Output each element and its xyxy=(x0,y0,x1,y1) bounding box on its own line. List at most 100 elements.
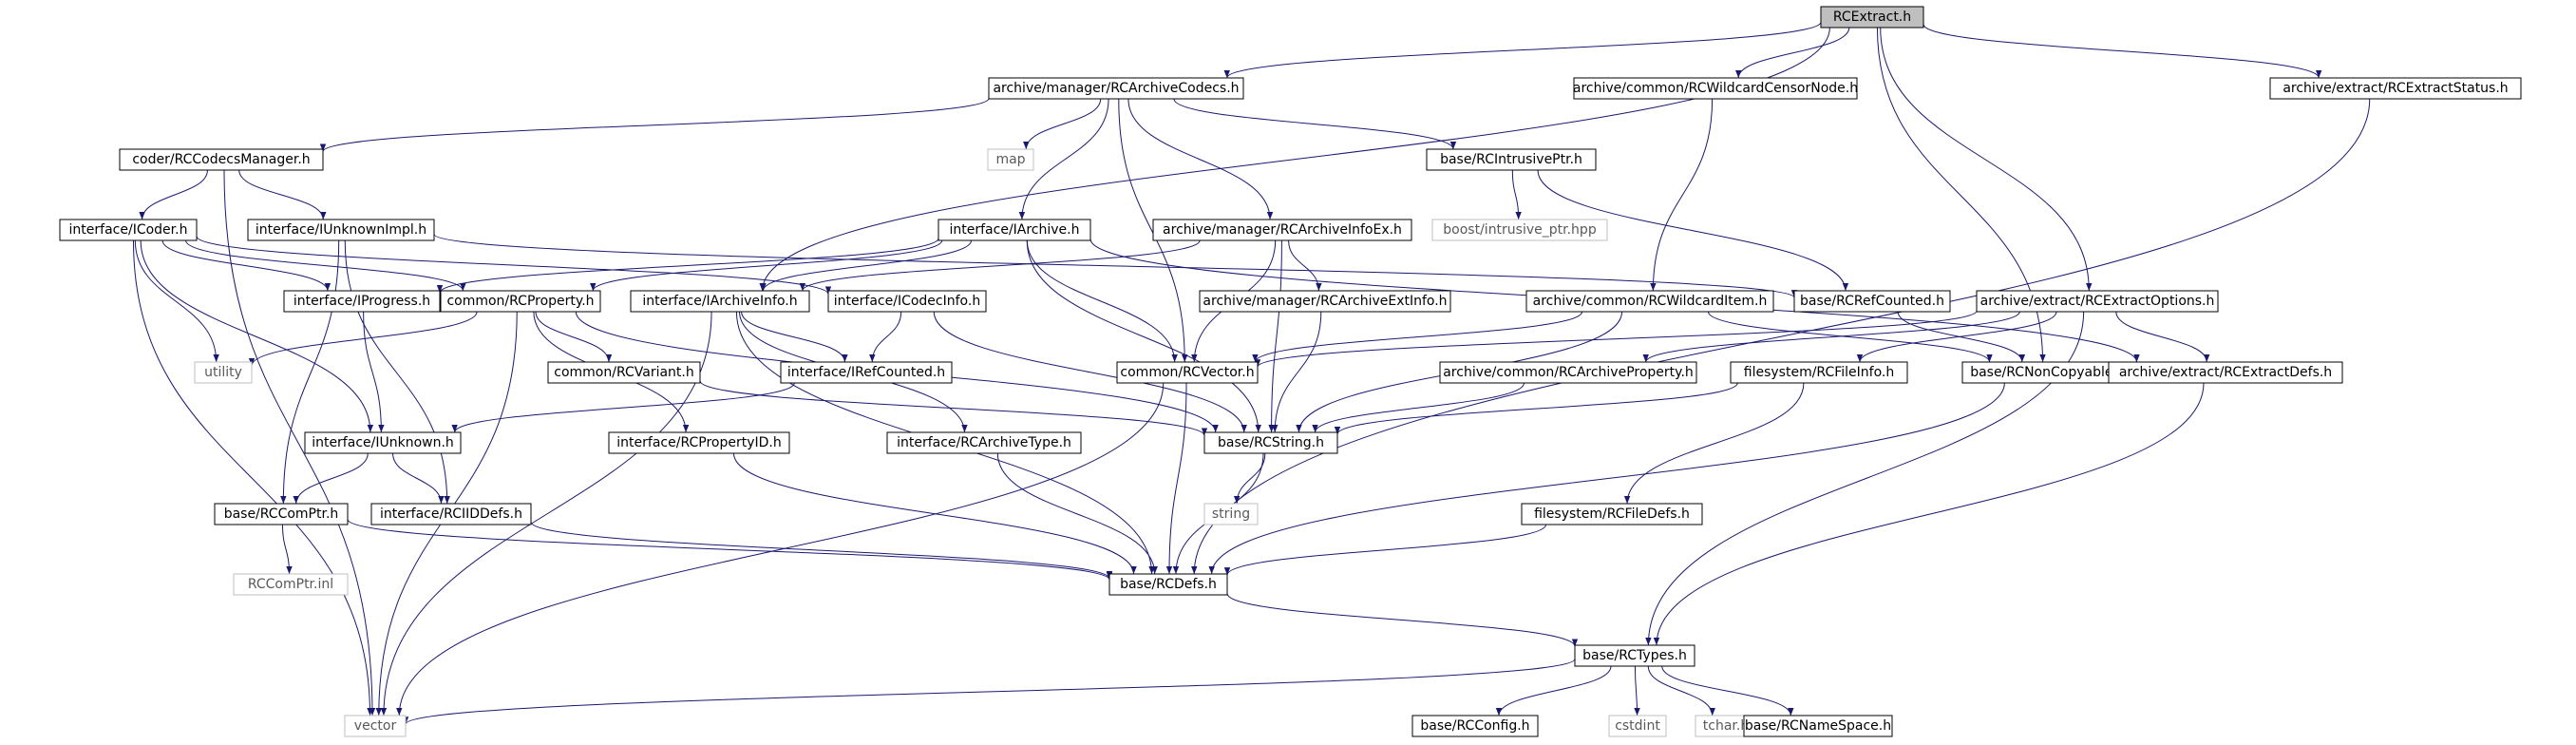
node-base_RCComPtr_h[interactable]: base/RCComPtr.h xyxy=(214,503,349,525)
node-label: base/RCComPtr.h xyxy=(224,506,339,522)
node-RCComPtr_inl: RCComPtr.inl xyxy=(233,573,349,596)
edge-interface_IArchive_h-to-interface_IArchiveInfo_h xyxy=(760,239,973,292)
node-interface_RCArchiveType_h[interactable]: interface/RCArchiveType.h xyxy=(886,431,1082,454)
node-box xyxy=(608,431,790,454)
node-interface_IUnknown_h[interactable]: interface/IUnknown.h xyxy=(304,431,462,454)
node-archive_common_RCWildcardItem_h[interactable]: archive/common/RCWildcardItem.h xyxy=(1525,290,1774,313)
node-label: interface/RCPropertyID.h xyxy=(616,435,781,450)
node-label: base/RCString.h xyxy=(1218,435,1324,450)
node-label: base/RCNonCopyable.h xyxy=(1970,365,2126,380)
node-base_RCRefCounted_h[interactable]: base/RCRefCounted.h xyxy=(1793,290,1951,313)
node-box xyxy=(59,219,198,241)
node-label: archive/extract/RCExtractStatus.h xyxy=(2282,81,2508,96)
node-boost_intrusive_ptr_hpp: boost/intrusive_ptr.hpp xyxy=(1431,219,1608,241)
edge-RCExtract_h-to-archive_extract_RCExtractStatus_h xyxy=(1923,24,2322,79)
node-label: interface/IProgress.h xyxy=(294,294,430,309)
edge-interface_IArchiveInfo_h-to-vector xyxy=(380,311,712,716)
node-archive_extract_RCExtractStatus_h[interactable]: archive/extract/RCExtractStatus.h xyxy=(2269,77,2522,100)
node-box xyxy=(119,148,324,171)
node-archive_common_RCWildcardCensorNode_h[interactable]: archive/common/RCWildcardCensorNode.h xyxy=(1573,77,1858,100)
node-base_RCDefs_h[interactable]: base/RCDefs.h xyxy=(1108,573,1228,596)
node-interface_ICodecInfo_h[interactable]: interface/ICodecInfo.h xyxy=(827,290,987,313)
node-box xyxy=(1573,77,1858,100)
node-interface_IArchive_h[interactable]: interface/IArchive.h xyxy=(938,219,1091,241)
node-box xyxy=(1976,290,2219,313)
edge-archive_manager_RCArchiveCodecs_h-to-archive_manager_RCArchiveInfoEx_h xyxy=(1127,98,1274,220)
node-common_RCVector_h[interactable]: common/RCVector.h xyxy=(1116,361,1259,384)
node-base_RCNonCopyable_h[interactable]: base/RCNonCopyable.h xyxy=(1961,361,2134,384)
node-base_RCConfig_h[interactable]: base/RCConfig.h xyxy=(1411,715,1539,737)
edge-archive_extract_RCExtractStatus_h-to-base_RCDefs_h xyxy=(1191,98,2371,575)
node-coder_RCCodecsManager_h[interactable]: coder/RCCodecsManager.h xyxy=(119,148,324,171)
edge-archive_common_RCArchiveProperty_h-to-base_RCString_h xyxy=(1312,382,1525,433)
node-label: map xyxy=(995,152,1025,167)
node-archive_manager_RCArchiveCodecs_h[interactable]: archive/manager/RCArchiveCodecs.h xyxy=(988,77,1244,100)
node-box xyxy=(630,290,810,313)
edge-base_RCIntrusivePtr_h-to-boost_intrusive_ptr_hpp xyxy=(1511,169,1522,220)
node-label: common/RCProperty.h xyxy=(446,294,594,309)
node-filesystem_RCFileInfo_h[interactable]: filesystem/RCFileInfo.h xyxy=(1730,361,1908,384)
node-base_RCTypes_h[interactable]: base/RCTypes.h xyxy=(1574,644,1695,667)
node-base_RCString_h[interactable]: base/RCString.h xyxy=(1203,431,1338,454)
edge-archive_manager_RCArchiveCodecs_h-to-interface_IArchive_h xyxy=(1018,98,1109,220)
edge-coder_RCCodecsManager_h-to-vector xyxy=(223,169,376,716)
edge-common_RCVector_h-to-base_RCDefs_h xyxy=(1165,382,1187,575)
edge-interface_IProgress_h-to-interface_IUnknown_h xyxy=(363,311,385,433)
node-box xyxy=(1108,573,1228,596)
edge-common_RCVector_h-to-vector xyxy=(396,382,1165,716)
node-interface_RCIIDDefs_h[interactable]: interface/RCIIDDefs.h xyxy=(370,503,532,525)
edge-archive_manager_RCArchiveCodecs_h-to-coder_RCCodecsManager_h xyxy=(320,98,990,152)
edge-base_RCString_h-to-string xyxy=(1233,452,1266,505)
edge-base_RCTypes_h-to-cstdint xyxy=(1634,665,1640,716)
node-interface_IUnknownImpl_h[interactable]: interface/IUnknownImpl.h xyxy=(247,219,435,241)
node-common_RCVariant_h[interactable]: common/RCVariant.h xyxy=(547,361,701,384)
edge-archive_manager_RCArchiveInfoEx_h-to-interface_IArchiveInfo_h xyxy=(799,239,1201,292)
edge-interface_ICoder_h-to-common_RCProperty_h xyxy=(185,239,466,292)
edge-filesystem_RCFileInfo_h-to-filesystem_RCFileDefs_h xyxy=(1623,382,1805,505)
node-archive_manager_RCArchiveInfoEx_h[interactable]: archive/manager/RCArchiveInfoEx.h xyxy=(1152,219,1412,241)
node-box xyxy=(1793,290,1951,313)
edge-filesystem_RCFileDefs_h-to-base_RCDefs_h xyxy=(1223,524,1547,576)
node-label: archive/manager/RCArchiveExtInfo.h xyxy=(1203,294,1447,309)
node-label: interface/RCIIDDefs.h xyxy=(380,506,522,522)
nodes-layer: RCExtract.h archive/manager/RCArchiveCode… xyxy=(59,6,2522,737)
edge-interface_IUnknown_h-to-base_RCComPtr_h xyxy=(293,452,369,505)
edge-base_RCTypes_h-to-tchar_h xyxy=(1647,665,1715,716)
node-common_RCProperty_h[interactable]: common/RCProperty.h xyxy=(440,290,601,313)
edge-archive_extract_RCExtractOptions_h-to-filesystem_RCFileInfo_h xyxy=(1856,311,2057,363)
node-box xyxy=(1743,715,1893,737)
node-box xyxy=(827,290,987,313)
edge-interface_RCArchiveType_h-to-base_RCDefs_h xyxy=(996,452,1158,575)
node-label: vector xyxy=(354,718,397,734)
node-box xyxy=(1152,219,1412,241)
edge-interface_ICodecInfo_h-to-interface_IRefCounted_h xyxy=(869,311,902,363)
node-label: RCComPtr.inl xyxy=(248,577,333,592)
node-archive_extract_RCExtractOptions_h[interactable]: archive/extract/RCExtractOptions.h xyxy=(1976,290,2219,313)
node-interface_IProgress_h[interactable]: interface/IProgress.h xyxy=(283,290,441,313)
node-interface_IArchiveInfo_h[interactable]: interface/IArchiveInfo.h xyxy=(630,290,810,313)
edge-archive_common_RCWildcardItem_h-to-common_RCVector_h xyxy=(1252,311,1583,363)
node-archive_extract_RCExtractDefs_h[interactable]: archive/extract/RCExtractDefs.h xyxy=(2108,361,2343,384)
node-label: interface/IUnknown.h xyxy=(312,435,454,450)
edge-interface_RCIIDDefs_h-to-base_RCDefs_h xyxy=(530,521,1113,580)
node-interface_ICoder_h[interactable]: interface/ICoder.h xyxy=(59,219,198,241)
node-base_RCIntrusivePtr_h[interactable]: base/RCIntrusivePtr.h xyxy=(1426,148,1597,171)
edge-archive_manager_RCArchiveInfoEx_h-to-archive_manager_RCArchiveExtInfo_h xyxy=(1288,239,1322,292)
node-interface_IRefCounted_h[interactable]: interface/IRefCounted.h xyxy=(780,361,953,384)
edge-interface_IArchive_h-to-common_RCProperty_h xyxy=(590,239,943,292)
node-label: tchar.h xyxy=(1703,718,1749,734)
node-archive_manager_RCArchiveExtInfo_h[interactable]: archive/manager/RCArchiveExtInfo.h xyxy=(1199,290,1451,313)
node-label: archive/common/RCWildcardCensorNode.h xyxy=(1573,81,1858,96)
edge-interface_IArchive_h-to-common_RCVector_h xyxy=(1026,239,1178,363)
node-box xyxy=(283,290,441,313)
node-base_RCNameSpace_h[interactable]: base/RCNameSpace.h xyxy=(1743,715,1893,737)
node-interface_RCPropertyID_h[interactable]: interface/RCPropertyID.h xyxy=(608,431,790,454)
node-label: utility xyxy=(204,365,242,380)
edge-interface_ICoder_h-to-utility xyxy=(134,239,219,363)
node-RCExtract_h[interactable]: RCExtract.h xyxy=(1820,6,1924,29)
node-box xyxy=(194,361,253,384)
node-box xyxy=(214,503,349,525)
node-filesystem_RCFileDefs_h[interactable]: filesystem/RCFileDefs.h xyxy=(1521,503,1703,525)
node-archive_common_RCArchiveProperty_h[interactable]: archive/common/RCArchiveProperty.h xyxy=(1439,361,1697,384)
